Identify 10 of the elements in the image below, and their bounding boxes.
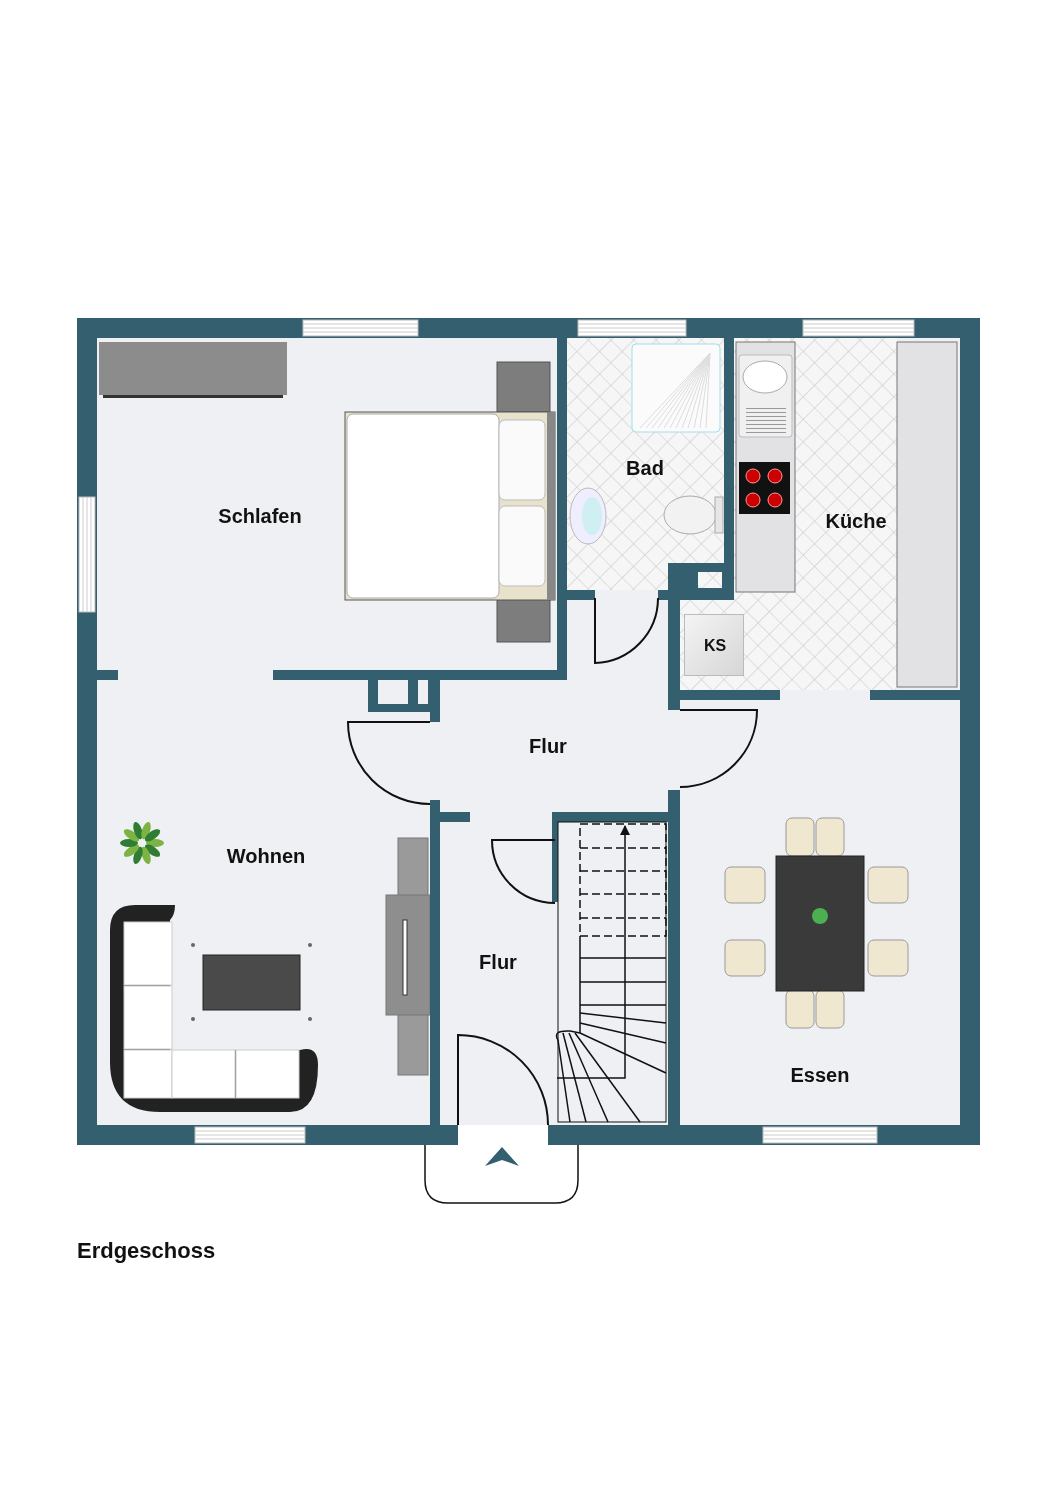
room-label: Essen — [790, 1063, 850, 1087]
appliance-label: KS — [703, 637, 727, 655]
room-label: Flur — [529, 734, 567, 758]
fridge — [684, 614, 744, 676]
room-label: Flur — [479, 950, 517, 974]
room-label: Wohnen — [226, 844, 306, 868]
room-label: Schlafen — [218, 504, 302, 528]
room-label: Bad — [626, 456, 664, 480]
room-label: Küche — [825, 509, 887, 533]
caption: Erdgeschoss — [77, 1238, 216, 1264]
